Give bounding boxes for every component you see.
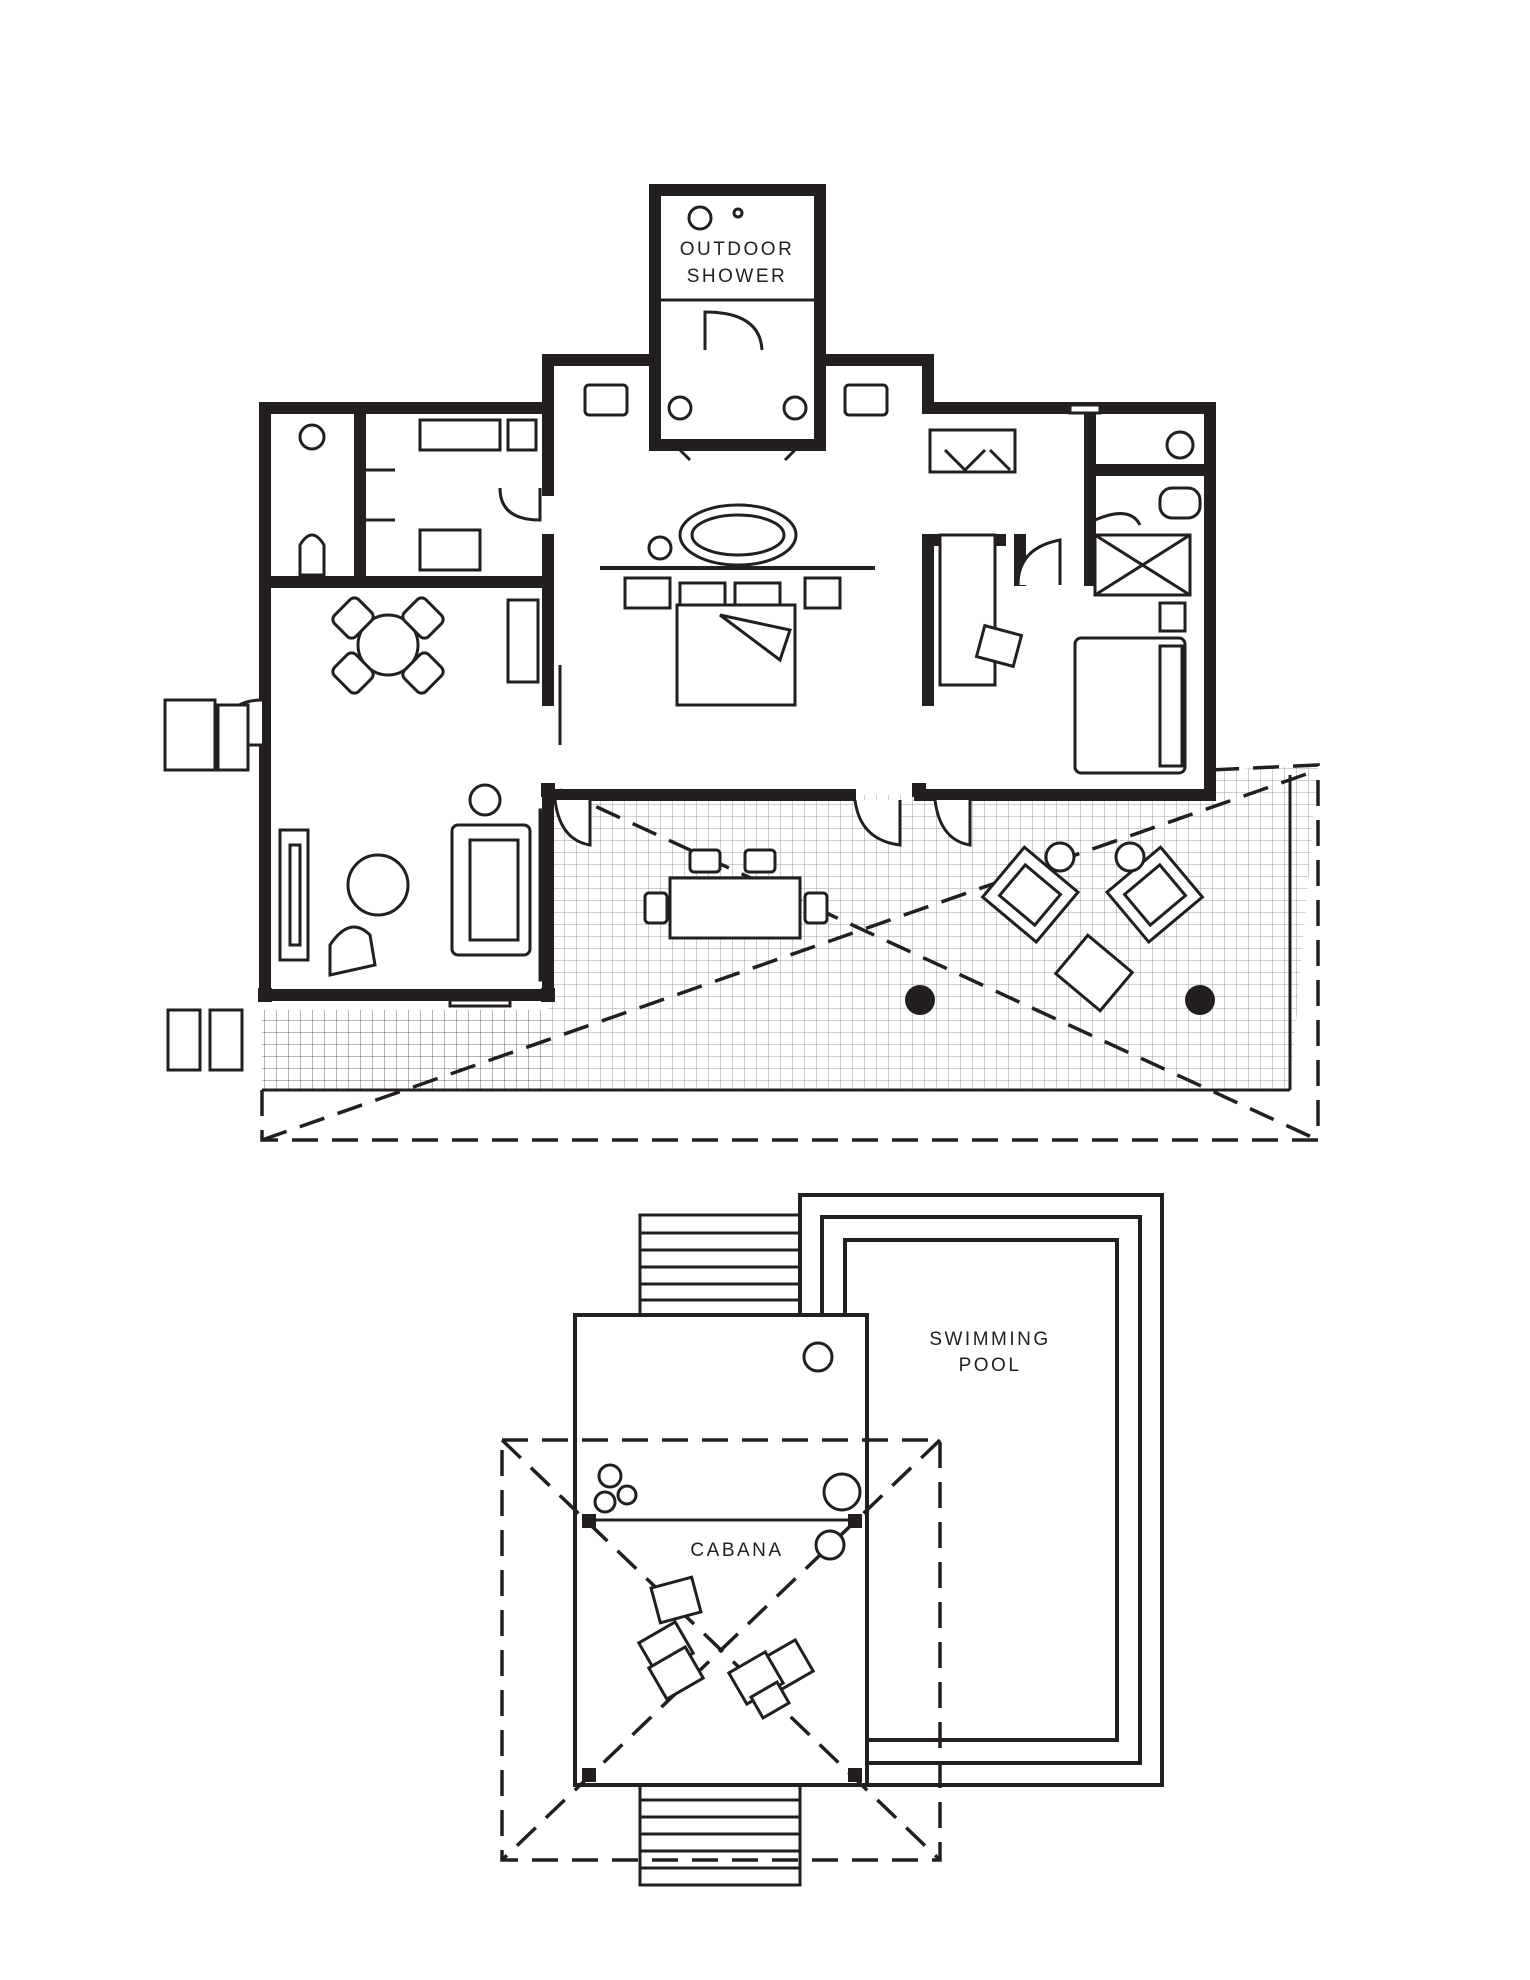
terrace-bench [166,1008,202,1072]
master-vanity [583,383,889,462]
cabana-post [848,1514,862,1528]
door-swing [1094,512,1142,526]
terrace-chair [688,848,722,874]
shower-head-icon [687,205,713,231]
media-cabinet [278,828,310,962]
planter [616,1484,638,1506]
nightstand [1158,601,1187,633]
cabana-post [582,1768,596,1782]
side-table [1114,841,1146,873]
bench [418,418,502,452]
sink-icon [1165,430,1195,460]
toilet-icon [298,533,326,577]
terrace-furniture [553,799,1205,1013]
pool-coping [820,1215,1142,1765]
right-bedroom [928,428,1187,775]
left-bathroom [298,418,542,577]
sink-icon [298,423,326,451]
cabana-chair [649,1575,703,1625]
planter [597,1463,623,1489]
swimming-pool-label-2: POOL [959,1355,1022,1376]
cabana-roof-outline [500,1438,942,1862]
cabana-chair [646,1644,706,1702]
bed [1073,636,1187,775]
side-table [1044,841,1076,873]
door-swing [553,799,592,847]
tv-console [623,576,672,610]
desk [418,528,482,572]
cabana-steps-bottom [638,1783,802,1887]
side-table [468,783,502,817]
desk [938,533,997,687]
dining-table [356,613,420,677]
shower-valve-icon [732,207,744,219]
planter [593,1490,617,1514]
coffee-table [346,853,410,917]
terrace-chair [743,848,777,874]
terrace-column [1185,985,1215,1015]
terrace [260,763,1320,1142]
cabana-steps-top [638,1213,802,1317]
door-swing [498,487,542,522]
side-table [814,1529,846,1561]
swimming-pool-label: SWIMMING [929,1329,1050,1350]
outdoor-shower: OUTDOOR SHOWER [680,205,795,351]
roof-overhang-outline [260,763,1320,1142]
sink-icon [782,395,808,421]
planter [802,1341,834,1373]
nightstand [803,576,842,610]
door-swing [853,799,902,847]
master-bedroom [558,503,875,745]
cabana-post [848,1768,862,1782]
right-bathroom [1068,403,1202,597]
terrace-dining-table [668,876,802,940]
tub-faucet-icon [647,535,673,561]
cabana-area: SWIMMING POOL [500,1193,1164,1887]
cabana-post [582,1514,596,1528]
door-swing [1016,538,1062,586]
door-frame [1068,403,1102,415]
sink-icon [667,395,693,421]
outdoor-shower-label-2: SHOWER [687,266,788,287]
sliding-door [448,998,512,1008]
living-dining [163,596,552,1072]
windows [260,355,1215,1000]
door-swing [933,799,972,847]
terrace-chair [803,891,829,925]
terrace-column [905,985,935,1015]
planter [822,1472,862,1512]
dining-chairs [331,596,445,695]
terrace-bench [208,1008,244,1072]
cabana-label: CABANA [690,1540,783,1561]
cabana-chair [748,1680,792,1720]
wardrobe [928,428,1017,474]
entry-bench [216,703,250,772]
bed-sheet-fold [719,613,792,663]
pool-water [843,1238,1119,1742]
door-swing [703,310,764,351]
sideboard [506,598,540,684]
ottoman [1053,933,1135,1013]
sink-counter [506,418,538,452]
main-villa: OUTDOOR SHOWER [163,184,1320,1142]
desk-chair [974,623,1024,669]
outdoor-shower-label: OUTDOOR [680,239,795,260]
lounge-chair [328,925,377,977]
terrace-chair [643,891,669,925]
cabana-furniture [593,1341,862,1720]
entry-bench [163,698,217,772]
toilet-icon [1158,486,1202,520]
